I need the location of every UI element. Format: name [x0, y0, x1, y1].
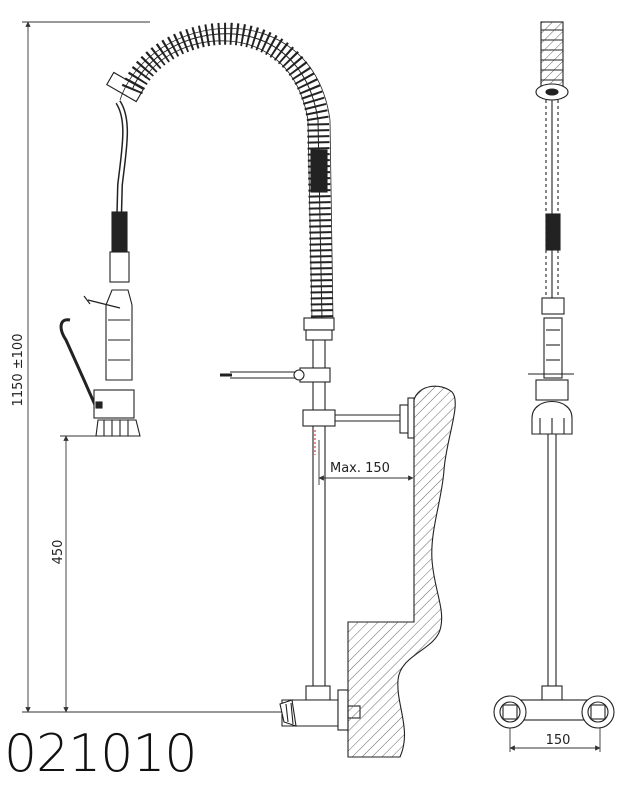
wall-section: [347, 385, 456, 758]
pre-rinse-unit-front-view: [493, 21, 615, 729]
dimension-total-height-label: 1150 ±100: [11, 334, 26, 407]
dimension-arm-reach-label: Max. 150: [330, 461, 390, 476]
dimension-outlet-height: [60, 435, 110, 713]
dimension-inlet-spacing: [509, 728, 601, 752]
dimension-total-height: [22, 21, 290, 713]
product-code: 021010: [4, 724, 198, 784]
dimension-outlet-height-label: 450: [51, 540, 66, 565]
dimension-inlet-spacing-label: 150: [546, 733, 571, 748]
dimension-arm-reach: [318, 440, 414, 485]
pre-rinse-unit-side-view: [59, 22, 415, 731]
